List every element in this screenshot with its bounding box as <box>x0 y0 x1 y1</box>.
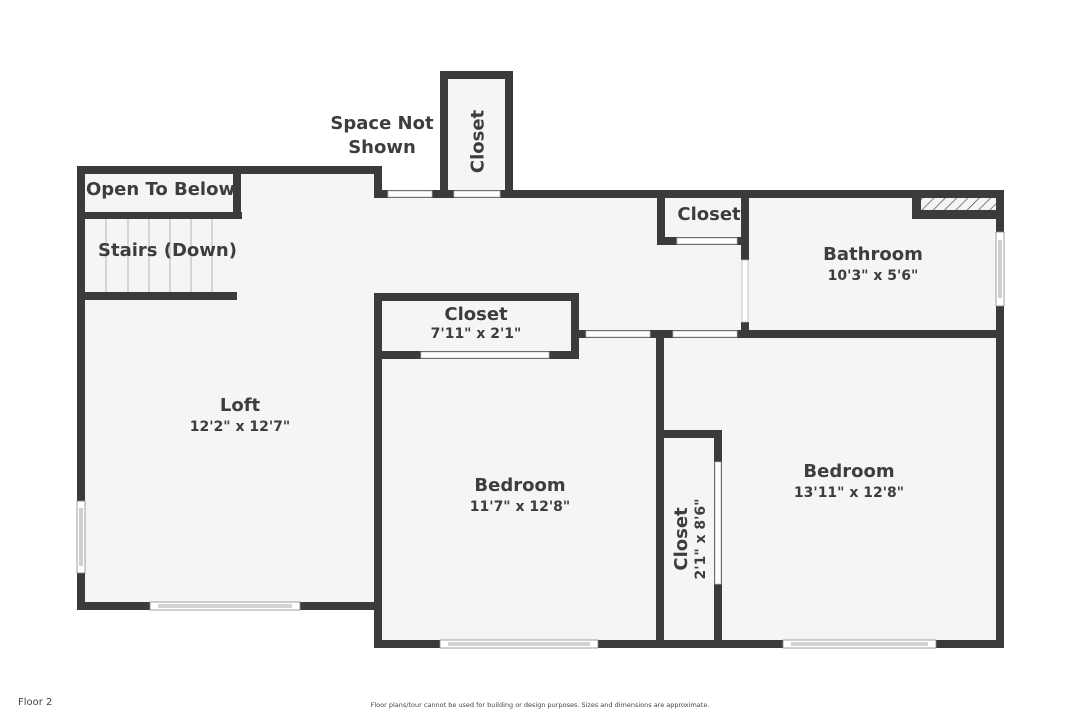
bedroom2-dims: 13'11" x 12'8" <box>793 485 905 501</box>
room-bedroom1-closet: Closet 7'11" x 2'1" <box>400 304 552 342</box>
bathroom-name: Bathroom <box>823 244 923 265</box>
room-bedroom1: Bedroom 11'7" x 12'8" <box>440 475 600 515</box>
window-loft-bottom <box>149 601 301 611</box>
room-bedroom2: Bedroom 13'11" x 12'8" <box>770 461 928 501</box>
floor-label: Floor 2 <box>18 697 53 708</box>
openings <box>387 190 749 585</box>
bedroom2-name: Bedroom <box>803 461 895 482</box>
label-stairs: Stairs (Down) <box>98 240 237 261</box>
loft-dims: 12'2" x 12'7" <box>189 419 291 435</box>
bedroom2-closet-dims: 2'1" x 8'6" <box>693 498 709 580</box>
bathroom-dims: 10'3" x 5'6" <box>827 268 919 284</box>
room-bedroom2-closet: Closet 2'1" x 8'6" <box>671 479 709 599</box>
bedroom1-closet-dims: 7'11" x 2'1" <box>430 326 522 342</box>
window-bedroom1 <box>439 639 599 649</box>
bathroom-hatched-fixture <box>921 198 996 210</box>
window-loft-left <box>76 500 86 574</box>
bedroom1-name: Bedroom <box>474 475 566 496</box>
window-bedroom2 <box>782 639 937 649</box>
disclaimer: Floor plans/tour cannot be used for buil… <box>370 701 710 709</box>
label-hall-closet: Closet <box>677 204 741 225</box>
bedroom1-dims: 11'7" x 12'8" <box>469 499 571 515</box>
floor-fills <box>80 76 1000 645</box>
room-bathroom: Bathroom 10'3" x 5'6" <box>800 244 946 284</box>
label-space-not-shown: Space Not Shown <box>322 112 442 160</box>
window-bathroom <box>995 231 1005 307</box>
loft-name: Loft <box>219 395 261 416</box>
label-top-closet: Closet <box>467 109 489 174</box>
space-not-shown-line2: Shown <box>348 137 416 158</box>
label-open-to-below: Open To Below <box>86 179 236 200</box>
room-loft: Loft 12'2" x 12'7" <box>170 395 310 435</box>
windows <box>76 231 1005 649</box>
bedroom1-closet-name: Closet <box>444 304 508 325</box>
stair-treads <box>105 219 213 292</box>
bedroom2-closet-name: Closet <box>671 507 692 571</box>
space-not-shown-line1: Space Not <box>330 113 434 134</box>
